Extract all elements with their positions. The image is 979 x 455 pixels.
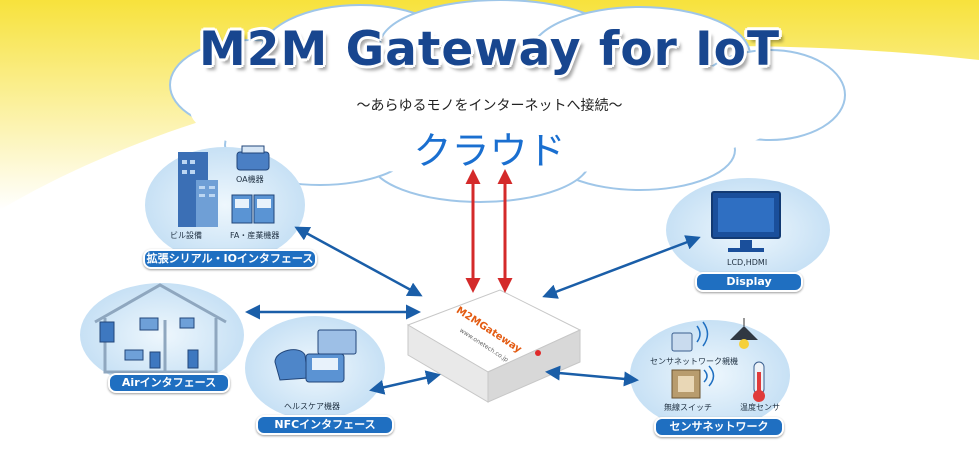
- sensor-bubble: [630, 320, 790, 430]
- monitor-icon: [711, 191, 781, 252]
- nfc-connection-arrow: [369, 370, 441, 395]
- fa-label: FA・産業機器: [230, 231, 280, 240]
- oa-machine-icon: [236, 145, 270, 171]
- lcd-label: LCD,HDMI: [727, 258, 768, 267]
- lamp-icon: [730, 318, 758, 349]
- thermometer-icon: [753, 361, 765, 402]
- sensor-base-icon: [671, 321, 709, 352]
- gateway-device-icon: [406, 289, 582, 403]
- building-label: ビル設備: [170, 231, 202, 240]
- healthcare-label: ヘルスケア機器: [284, 402, 340, 411]
- fa-machine-icon: [231, 194, 275, 224]
- wireless-switch-icon: [671, 365, 715, 399]
- display-connection-arrow: [542, 235, 701, 299]
- house-icon: [94, 283, 227, 374]
- oa-label: OA機器: [236, 175, 264, 184]
- cloud-label: クラウド: [413, 129, 566, 173]
- display-label: Display: [695, 272, 803, 292]
- sensor-network-label: センサネットワーク: [654, 417, 784, 437]
- building-icon: [178, 152, 218, 227]
- serial-connection-arrow: [294, 226, 423, 297]
- serial-interface-label: 拡張シリアル・IOインタフェース: [143, 249, 317, 269]
- nfc-interface-label: NFCインタフェース: [256, 415, 394, 435]
- wireless-switch-label: 無線スイッチ: [664, 403, 712, 412]
- sensor-connection-arrow: [545, 365, 639, 387]
- home-devices-icon: [99, 317, 199, 369]
- temperature-sensor-label: 温度センサ: [740, 403, 780, 412]
- air-interface-label: Airインタフェース: [108, 373, 230, 393]
- page-subtitle: ～あらゆるモノをインターネットへ接続～: [356, 98, 623, 114]
- sensor-base-label: センサネットワーク親機: [650, 357, 738, 366]
- page-title: M2M Gateway for IoT: [198, 22, 781, 77]
- health-device-icon: [274, 329, 357, 383]
